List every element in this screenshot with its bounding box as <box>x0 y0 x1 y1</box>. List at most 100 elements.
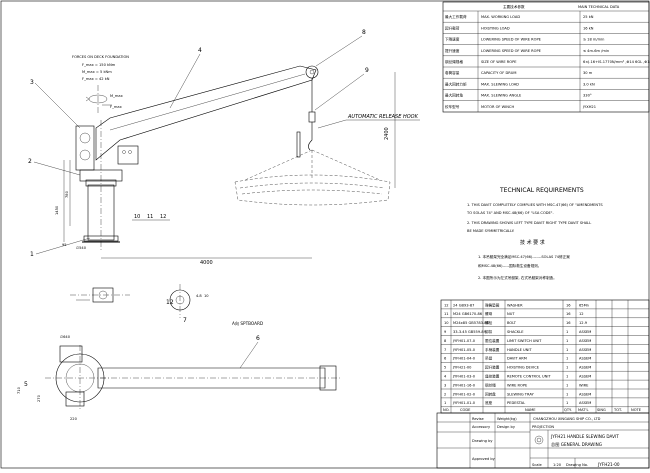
tb-drawing-no: JYFH21-00 <box>597 462 620 467</box>
parts-header-qty: QTY. <box>564 408 572 412</box>
plan-dim-w: 220 <box>70 417 78 421</box>
tech-row-en: LOWERING SPEED OF WIRE ROPE <box>481 38 542 42</box>
tech-row-value: 16 kN <box>583 26 594 30</box>
part-qty: 1 <box>566 348 568 352</box>
balloon-3: 3 <box>30 79 34 86</box>
arm-plan <box>97 367 326 389</box>
balloon-12: 12 <box>160 214 166 220</box>
part-name-cn: 钢丝绳 <box>485 382 496 387</box>
part-material: 12 <box>579 312 584 316</box>
tb-approved-by: Approved by <box>472 457 496 461</box>
parts-header-tot: TOT. <box>613 408 622 412</box>
lifeboat-slings <box>244 149 381 181</box>
part-no: 4 <box>444 375 447 379</box>
lifeboat-outline <box>234 174 391 206</box>
part-name-cn: 螺母 <box>485 311 493 316</box>
plan-dim-off: 270 <box>37 394 41 402</box>
automatic-release-hook-label: AUTOMATIC RELEASE HOOK <box>347 114 419 120</box>
height-dimension: 1450 <box>55 205 59 215</box>
tech-row-value: 330° <box>583 94 592 98</box>
forces-title: FORCES ON DECK FOUNDATION <box>72 55 129 59</box>
part-code: M24x85 GB5783-86 <box>453 321 489 325</box>
part-code: JYFH01-05-0 <box>452 348 476 352</box>
parts-header-sing: SING <box>597 408 606 412</box>
part-no: 7 <box>444 348 446 352</box>
tb-title-en: JYFH21 HANDLE SLEWING DAVIT <box>550 434 619 439</box>
tech-row-cn: 提升速度 <box>445 48 460 53</box>
small-dimension: 95 <box>62 243 67 247</box>
part-qty: 1 <box>566 392 568 396</box>
tech-row-value: 3.0 kN <box>583 82 595 86</box>
part-material: ASSEM <box>579 357 591 361</box>
part-material: ASSEM <box>579 348 591 352</box>
parts-header-no: NO. <box>443 408 450 412</box>
requirements-cn-title: 技 术 要 求 <box>520 239 545 246</box>
tb-drawing-by: Drawing by <box>472 439 493 443</box>
part-qty: 16 <box>566 321 571 325</box>
requirements-cn-3: 2. 本图所示为左式吊艇架, 右式吊艇架对称制造。 <box>478 275 557 280</box>
drop-dimension: 2400 <box>384 127 390 140</box>
base-dimension: ∅540 <box>76 246 87 250</box>
tech-row-value: 30 m <box>583 71 593 75</box>
part-name-en: REMOTE CONTROL UNIT <box>507 375 551 379</box>
part-material: ASSEM <box>579 366 591 370</box>
detail-dim-b: 10 <box>204 294 209 298</box>
tech-row-cn: 起升载荷 <box>445 25 460 30</box>
part-no: 12 <box>444 303 449 307</box>
part-name-cn: 限位装置 <box>485 338 500 343</box>
balloon-1: 1 <box>30 251 34 258</box>
part-name-en: HANDLE UNIT <box>507 348 532 352</box>
part-no: 11 <box>444 312 449 316</box>
release-hook <box>296 111 316 158</box>
part-material: ASSEM <box>579 401 591 405</box>
tech-header-en: MAIN TECHNICAL DATA <box>578 5 620 9</box>
moment-symbol: M_max F_max <box>85 85 124 115</box>
balloon-10: 10 <box>134 214 140 220</box>
part-no: 10 <box>444 321 449 325</box>
part-material: ASSEM <box>579 392 591 396</box>
balloon-2: 2 <box>28 158 32 165</box>
part-name-en: LIMIT SWITCH UNIT <box>507 339 542 343</box>
tech-row-value: 6×J.16+IS-1770N/mm² ,Φ14 6GL ,Φ14 uN <box>583 60 650 64</box>
part-name-cn: 手柄装置 <box>485 347 500 352</box>
part-no: 3 <box>444 383 446 387</box>
tech-row-cn: 绞车型号 <box>445 104 460 109</box>
force-line-1: F_max = 150 kNm <box>82 63 116 67</box>
tech-row-cn: 最大回转角 <box>445 93 463 98</box>
tech-row-en: LOWERING SPEED OF WIRE ROPE <box>481 49 542 53</box>
part-code: JYFH01-04-0 <box>452 357 476 361</box>
requirements-en-4: BE MADE SYMMETRICALLY. <box>467 229 515 233</box>
detail-balloon-7: 7 <box>183 317 187 324</box>
slewing-tray <box>79 169 123 182</box>
part-no: 9 <box>444 330 447 334</box>
part-no: 8 <box>444 339 447 343</box>
part-name-cn: 起升装置 <box>485 365 500 370</box>
tech-row-value: ≥ 18 m/min <box>583 38 604 42</box>
part-name-cn: 底座 <box>485 400 493 405</box>
reach-dimension: 4000 <box>200 260 213 266</box>
part-name-en: NUT <box>507 312 515 316</box>
parts-header-code: CODE <box>460 408 471 412</box>
part-name-en: BOLT <box>507 321 517 325</box>
f-max-label: F_max <box>110 105 123 109</box>
tech-header-cn: 主要技术参数 <box>503 4 525 9</box>
balloon-9: 9 <box>365 67 369 74</box>
part-material: 65Mn <box>579 303 589 307</box>
elevation-view: FORCES ON DECK FOUNDATION F_max = 150 kN… <box>28 29 420 266</box>
part-no: 6 <box>444 357 447 361</box>
detail-balloon-12: 12 <box>166 299 174 306</box>
tech-row-cn: 最大工作载荷 <box>445 14 467 19</box>
part-name-cn: 吊臂 <box>485 356 493 361</box>
detail-views: 12 7 4.8 10 A向 SPTBOARD <box>70 284 263 326</box>
tb-projection: PROJECTION <box>532 425 554 429</box>
tech-row-en: HOISTING LOAD <box>481 26 510 30</box>
part-name-en: WASHER <box>507 303 523 307</box>
parts-header-mat: MAT'L <box>578 408 588 412</box>
plan-dim-dia: ∅640 <box>60 335 71 339</box>
part-code: 33-3.45 GB559-89 <box>453 330 487 334</box>
tech-row-value: ≤ 4m-6m /min <box>583 49 609 53</box>
tech-row-en: MAX. SLEWING ANGLE <box>481 94 522 98</box>
